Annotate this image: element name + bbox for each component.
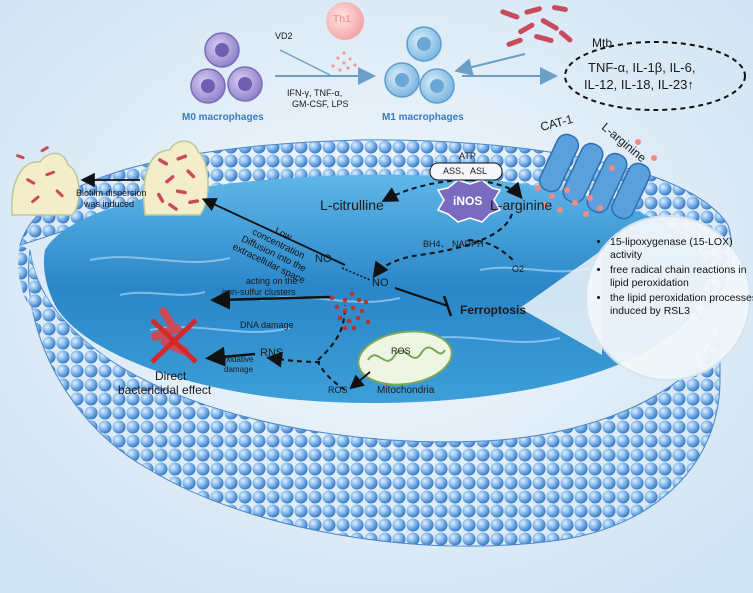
m0-macrophages-icon — [190, 32, 263, 104]
direct-line-2: bactericidal effect — [118, 383, 212, 397]
biofilm-text-2: was induced — [84, 199, 135, 209]
dna-damage-label: DNA damage — [240, 320, 294, 330]
th1-cell-icon — [326, 2, 364, 72]
ros-left-label: ROS — [328, 385, 348, 395]
mito-to-ros-arrow — [349, 371, 371, 390]
l-citrulline-label: L-citrulline — [320, 197, 384, 213]
oxidative-arrow — [205, 346, 256, 367]
no-left-label: NO — [315, 253, 332, 265]
m0-label: M0 macrophages — [182, 112, 264, 123]
ferroptosis-inhibition-line — [394, 287, 449, 307]
callout-item: 15-lipoxygenase (15-LOX) activity — [610, 236, 753, 262]
dead-bacteria-icon — [150, 307, 198, 364]
th1-label: Th1 — [333, 14, 351, 25]
ros-to-rns-path — [317, 361, 346, 391]
no-inner-label: NO — [372, 277, 389, 289]
mitochondria-label: Mitochondria — [377, 385, 435, 396]
iron-sulfur-line-1: acting on the — [246, 276, 298, 286]
direct-line-1: Direct — [155, 369, 187, 383]
vd2-line — [279, 49, 331, 76]
inos-label: iNOS — [453, 194, 483, 208]
no-particles-icon — [329, 291, 371, 331]
biofilm-cluster-left-icon — [11, 146, 80, 216]
ferroptosis-callout-circle — [585, 215, 751, 381]
vd2-label: VD2 — [275, 31, 293, 41]
oxidative-line-2: damage — [224, 365, 253, 374]
cytokines-line-1: TNF-α, IL-1β, IL-6, — [588, 60, 696, 75]
no-diffusion-arrow — [201, 198, 346, 266]
inos-burst-icon — [436, 179, 502, 223]
stimuli-line-2: GM-CSF, LPS — [292, 99, 349, 109]
ros-mito-label: ROS — [391, 346, 411, 356]
cytokines-line-2: IL-12, IL-18, IL-23↑ — [584, 77, 694, 92]
l-arginine-label: L-arginine — [490, 197, 553, 213]
iron-sulfur-arrow — [210, 289, 331, 310]
o2-label: O2 — [512, 264, 525, 274]
ferroptosis-callout-list: 15-lipoxygenase (15-LOX) activity free r… — [600, 236, 753, 320]
callout-item: free radical chain reactions in lipid pe… — [610, 264, 753, 290]
m1-label: M1 macrophages — [382, 112, 464, 123]
callout-item: the lipid peroxidation processes induced… — [610, 292, 753, 318]
no-dotted-link — [341, 267, 371, 281]
mtb-to-m1-arrow — [454, 53, 526, 76]
cytokine-ellipse — [564, 41, 746, 111]
ass-asl-box — [429, 162, 503, 181]
bh4-nadph-label: BH4、 NADPH — [423, 239, 484, 249]
rns-arrow — [266, 351, 321, 368]
ferroptosis-tbar — [442, 295, 453, 317]
mtb-label: Mtb — [592, 36, 613, 50]
ferroptosis-label: Ferroptosis — [460, 303, 527, 317]
biofilm-text-1: Biofilm dispersion — [76, 188, 147, 198]
rns-label: RNS — [260, 347, 284, 359]
cytoplasm-water — [43, 174, 706, 403]
ass-asl-label: ASS、ASL — [443, 166, 488, 176]
biofilm-cluster-right-icon — [143, 140, 209, 216]
oxidative-line-1: Oxidative — [220, 355, 254, 364]
stimuli-line-1: IFN-γ, TNF-α, — [287, 88, 343, 98]
cat1-transporter-icon — [538, 133, 651, 220]
iron-sulfur-line-2: iron-sulfur clusters — [222, 287, 296, 297]
m1-macrophages-icon — [384, 26, 455, 104]
l-arginine-dots-icon — [535, 139, 657, 217]
arginine-to-no-arrow — [372, 213, 513, 279]
mtb-bacteria-icon — [500, 5, 573, 47]
o2-curve — [467, 239, 516, 263]
atp-label: ATP — [459, 151, 476, 161]
callout-pointer — [520, 250, 602, 355]
mitochondria-icon — [357, 330, 453, 386]
